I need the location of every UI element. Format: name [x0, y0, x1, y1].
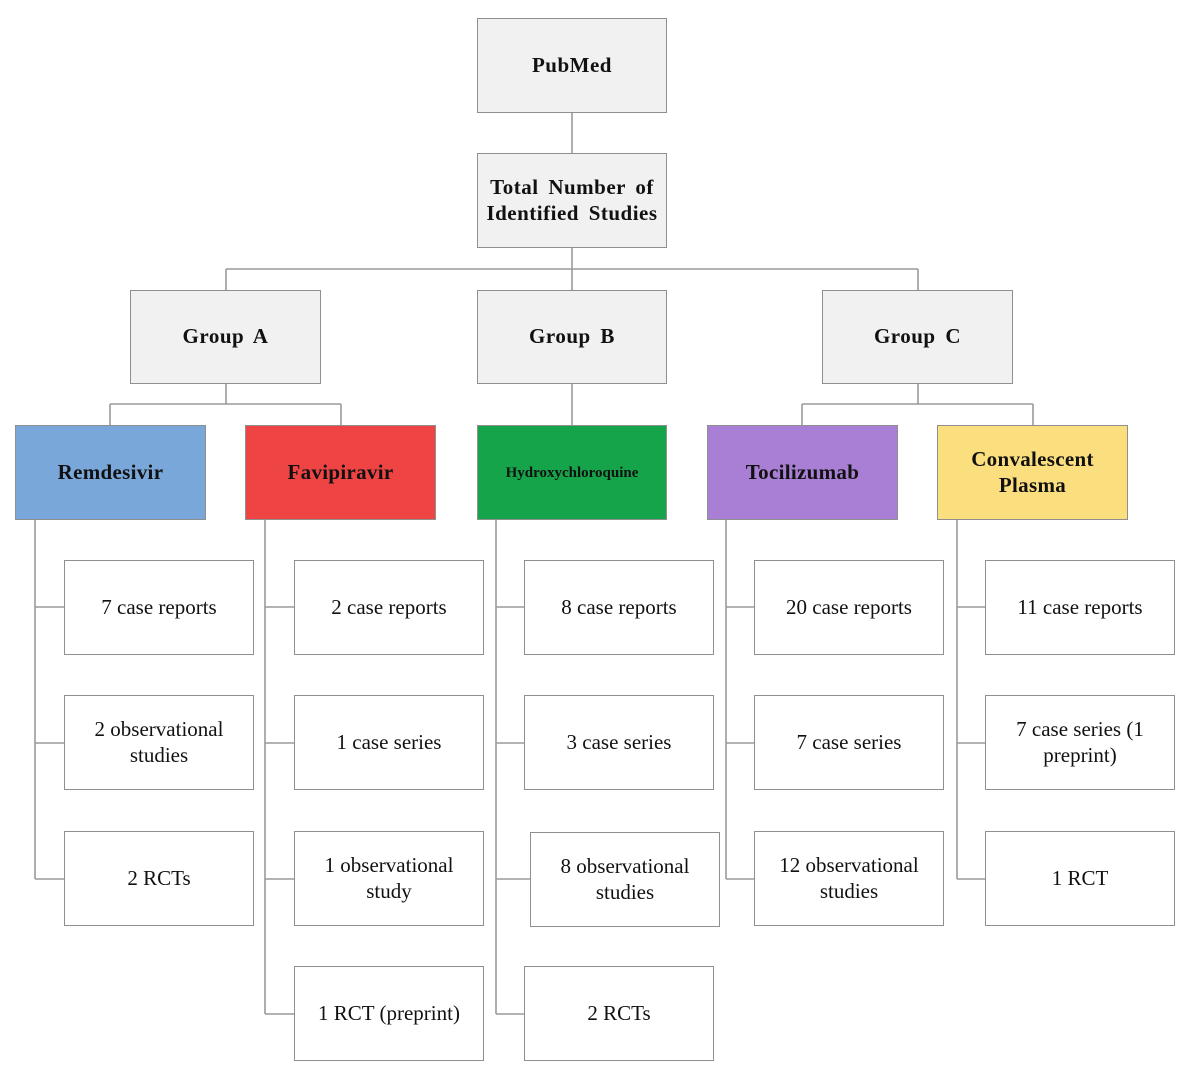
- remdesivir-leaf-2: 2 observational studies: [64, 695, 254, 790]
- total-node: Total Number of Identified Studies: [477, 153, 667, 248]
- leaf-text: 8 observational studies: [560, 854, 690, 904]
- total-label: Total Number of Identified Studies: [486, 175, 658, 225]
- hydroxychloroquine-leaf-4: 2 RCTs: [524, 966, 714, 1061]
- drug-tocilizumab-label: Tocilizumab: [745, 459, 860, 484]
- leaf-text: 7 case series (1 preprint): [1016, 717, 1144, 767]
- favipiravir-leaf-2: 1 case series: [294, 695, 484, 790]
- leaf-text: 1 observational study: [324, 853, 454, 903]
- favipiravir-leaf-4: 1 RCT (preprint): [294, 966, 484, 1061]
- leaf-text: 2 case reports: [331, 594, 447, 619]
- leaf-text: 2 RCTs: [587, 1000, 651, 1025]
- root-label: PubMed: [531, 52, 612, 77]
- leaf-text: 8 case reports: [561, 594, 677, 619]
- convalescent-plasma-leaf-1: 11 case reports: [985, 560, 1175, 655]
- leaf-text: 7 case reports: [101, 594, 217, 619]
- remdesivir-leaf-3: 2 RCTs: [64, 831, 254, 926]
- drug-convalescent-plasma-label: Convalescent Plasma: [971, 447, 1094, 497]
- root-node: PubMed: [477, 18, 667, 113]
- tocilizumab-leaf-2: 7 case series: [754, 695, 944, 790]
- leaf-text: 1 case series: [336, 729, 442, 754]
- tocilizumab-leaf-1: 20 case reports: [754, 560, 944, 655]
- favipiravir-leaf-1: 2 case reports: [294, 560, 484, 655]
- convalescent-plasma-leaf-2: 7 case series (1 preprint): [985, 695, 1175, 790]
- favipiravir-leaf-3: 1 observational study: [294, 831, 484, 926]
- drug-remdesivir-node: Remdesivir: [15, 425, 206, 520]
- group-a-node: Group A: [130, 290, 321, 384]
- leaf-text: 7 case series: [796, 729, 902, 754]
- hydroxychloroquine-leaf-3: 8 observational studies: [530, 832, 720, 927]
- group-c-label: Group C: [873, 324, 962, 349]
- drug-hydroxychloroquine-label: Hydroxychloroquine: [505, 464, 639, 481]
- hydroxychloroquine-leaf-1: 8 case reports: [524, 560, 714, 655]
- convalescent-plasma-leaf-3: 1 RCT: [985, 831, 1175, 926]
- leaf-text: 2 RCTs: [127, 865, 191, 890]
- drug-hydroxychloroquine-node: Hydroxychloroquine: [477, 425, 667, 520]
- leaf-text: 1 RCT (preprint): [318, 1000, 460, 1025]
- group-c-node: Group C: [822, 290, 1013, 384]
- leaf-text: 2 observational studies: [94, 717, 224, 767]
- drug-favipiravir-node: Favipiravir: [245, 425, 436, 520]
- leaf-text: 20 case reports: [786, 594, 912, 619]
- hydroxychloroquine-leaf-2: 3 case series: [524, 695, 714, 790]
- leaf-text: 3 case series: [566, 729, 672, 754]
- tocilizumab-leaf-3: 12 observational studies: [754, 831, 944, 926]
- drug-remdesivir-label: Remdesivir: [57, 459, 164, 484]
- drug-favipiravir-label: Favipiravir: [287, 459, 394, 484]
- leaf-text: 12 observational studies: [779, 853, 919, 903]
- leaf-text: 1 RCT: [1051, 865, 1109, 890]
- drug-tocilizumab-node: Tocilizumab: [707, 425, 898, 520]
- drug-convalescent-plasma-node: Convalescent Plasma: [937, 425, 1128, 520]
- group-b-node: Group B: [477, 290, 667, 384]
- leaf-text: 11 case reports: [1017, 594, 1143, 619]
- group-b-label: Group B: [529, 324, 615, 349]
- remdesivir-leaf-1: 7 case reports: [64, 560, 254, 655]
- group-a-label: Group A: [182, 324, 269, 349]
